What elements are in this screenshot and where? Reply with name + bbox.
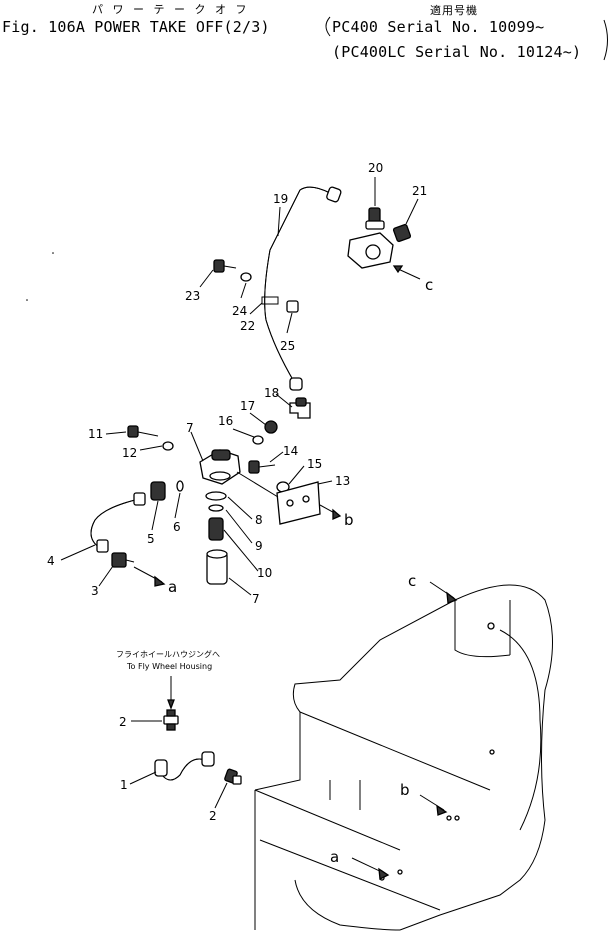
nut-17 <box>264 420 278 434</box>
part-label-8: 8 <box>255 513 263 527</box>
part-label-2-lower: 2 <box>209 809 217 823</box>
bolt-14 <box>248 460 276 474</box>
flywheel-housing <box>254 584 553 931</box>
bolt-11 <box>127 425 159 438</box>
part-label-5: 5 <box>147 532 155 546</box>
fitting-3 <box>111 552 135 568</box>
serial-line-1: PC400 Serial No. 10099~ <box>332 18 545 36</box>
bolt-23 <box>213 259 237 273</box>
washer-16 <box>252 435 264 445</box>
part-label-6: 6 <box>173 520 181 534</box>
nut-25 <box>286 300 299 313</box>
union-2-lower <box>224 768 242 785</box>
part-label-24: 24 <box>232 304 247 318</box>
fitting-20 <box>365 207 385 230</box>
part-label-22: 22 <box>240 319 255 333</box>
washer-12 <box>162 441 174 451</box>
ref-arrows <box>133 265 458 881</box>
switch-21 <box>347 223 412 269</box>
applicable-label: 適用号機 <box>430 4 478 17</box>
part-label-15: 15 <box>307 457 322 471</box>
ref-label-b-upper: b <box>344 511 354 529</box>
part-label-17: 17 <box>240 399 255 413</box>
part-label-23: 23 <box>185 289 200 303</box>
part-label-4: 4 <box>47 554 55 568</box>
washer-24 <box>240 272 252 282</box>
note-jp: フライホイールハウジングへ <box>116 649 220 659</box>
ref-label-a-upper: a <box>168 578 177 596</box>
part-label-9: 9 <box>255 539 263 553</box>
ref-label-c-upper: c <box>425 276 433 294</box>
part-label-1: 1 <box>120 778 128 792</box>
serial-line-2: (PC400LC Serial No. 10124~) <box>332 43 582 61</box>
union-2-upper <box>163 709 179 731</box>
part-label-20: 20 <box>368 161 383 175</box>
part-label-14: 14 <box>283 444 298 458</box>
kana-title: パ ワ ー テ ー ク オ フ <box>92 3 250 16</box>
filter-head-7 <box>199 449 241 485</box>
note-en: To Fly Wheel Housing <box>126 662 212 671</box>
ref-label-a-lower: a <box>330 848 339 866</box>
part-label-19: 19 <box>273 192 288 206</box>
part-label-3: 3 <box>91 584 99 598</box>
element-10 <box>208 517 224 541</box>
pipe-4 <box>90 492 146 553</box>
part-labels: 20 21 19 23 24 22 25 18 17 16 7 11 12 14… <box>47 161 427 823</box>
pipe-1 <box>154 751 215 781</box>
part-label-21: 21 <box>412 184 427 198</box>
ref-label-c-lower: c <box>408 572 416 590</box>
o-ring-6 <box>176 480 184 492</box>
ref-labels: c b a c b a <box>168 276 433 866</box>
elbow-5 <box>150 481 166 501</box>
figure-title: Fig. 106A POWER TAKE OFF(2/3) <box>2 18 270 36</box>
elbow-18 <box>289 397 311 419</box>
flywheel-note: フライホイールハウジングへ To Fly Wheel Housing <box>116 649 220 671</box>
pipe-19 <box>261 186 342 391</box>
bracket-13 <box>276 481 321 525</box>
part-label-25: 25 <box>280 339 295 353</box>
leader-lines <box>60 177 419 809</box>
part-label-11: 11 <box>88 427 103 441</box>
ring-9 <box>208 504 224 512</box>
part-label-10: 10 <box>257 566 272 580</box>
ref-label-b-lower: b <box>400 781 410 799</box>
o-ring-8 <box>205 491 227 501</box>
part-label-7-case: 7 <box>252 592 260 606</box>
case-7 <box>206 549 228 585</box>
part-label-16: 16 <box>218 414 233 428</box>
part-label-18: 18 <box>264 386 279 400</box>
part-label-7-head: 7 <box>186 421 194 435</box>
part-label-12: 12 <box>122 446 137 460</box>
part-label-2-upper: 2 <box>119 715 127 729</box>
part-label-13: 13 <box>335 474 350 488</box>
